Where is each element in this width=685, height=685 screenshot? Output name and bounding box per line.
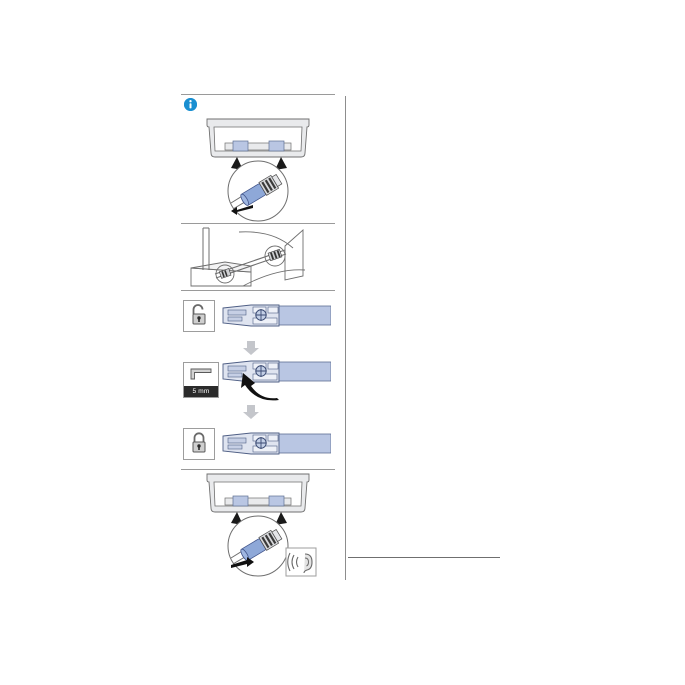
down-arrow-1-wrap bbox=[181, 341, 335, 355]
fitting-left bbox=[215, 264, 235, 284]
ear-listen-icon bbox=[287, 552, 313, 574]
metal-fitting bbox=[258, 173, 283, 196]
step-turn-tool: 5 mm bbox=[181, 355, 335, 405]
panel-reconnect-sleeve-overview bbox=[181, 470, 335, 585]
column-divider bbox=[345, 96, 346, 580]
appliance-body bbox=[206, 118, 310, 158]
appliance-bottom-view-with-detail bbox=[206, 118, 310, 222]
connector-block-left-2 bbox=[232, 495, 249, 507]
padlock-closed-badge bbox=[183, 428, 215, 460]
right-horizontal-rule bbox=[348, 557, 500, 558]
pull-sleeve-back-arrow bbox=[231, 205, 253, 215]
magnified-view-circle bbox=[227, 160, 289, 222]
connector-block-right bbox=[268, 140, 285, 152]
connector-block-left bbox=[232, 140, 249, 152]
rule-after-panel-2 bbox=[181, 290, 335, 291]
magnified-view-circle-2 bbox=[227, 515, 289, 577]
push-sleeve-forward-arrow bbox=[231, 557, 254, 568]
tool-size-label: 5 mm bbox=[184, 386, 218, 397]
instruction-column: 5 mm bbox=[181, 94, 335, 585]
down-arrow-2-wrap bbox=[181, 405, 335, 419]
padlock-closed-icon bbox=[192, 432, 206, 453]
padlock-open-icon bbox=[192, 304, 206, 325]
appliance-bottom-view-reconnect bbox=[206, 473, 317, 577]
rule-after-panel-1 bbox=[181, 223, 335, 224]
rear-connection-perspective bbox=[190, 227, 306, 287]
panel-appliance-rear-connection-view bbox=[181, 224, 335, 290]
metal-fitting-2 bbox=[258, 528, 283, 551]
padlock-open-badge bbox=[183, 300, 215, 332]
ear-listen-badge bbox=[285, 547, 317, 577]
connector-locked-art bbox=[222, 432, 331, 455]
step-unlocked bbox=[181, 291, 335, 341]
down-arrow-2 bbox=[243, 405, 259, 419]
top-rule bbox=[181, 94, 335, 95]
connector-unlocked-art bbox=[222, 304, 331, 327]
hex-key-badge: 5 mm bbox=[183, 362, 219, 398]
hex-key-icon bbox=[190, 368, 212, 380]
step-locked bbox=[181, 419, 335, 469]
info-icon bbox=[184, 98, 197, 111]
panel-disconnect-sleeve-overview bbox=[181, 95, 335, 223]
callout-pointer-right-2 bbox=[275, 512, 287, 525]
down-arrow-1 bbox=[243, 341, 259, 355]
connector-block-right-2 bbox=[268, 495, 285, 507]
rule-after-panel-3 bbox=[181, 469, 335, 470]
appliance-body-2 bbox=[206, 473, 310, 513]
fitting-right bbox=[264, 245, 286, 267]
callout-pointer-right bbox=[275, 157, 287, 170]
connector-rotate-art bbox=[222, 360, 331, 401]
panel-locking-sequence: 5 mm bbox=[181, 291, 335, 469]
notice-row bbox=[181, 95, 335, 113]
rotate-arrow bbox=[241, 373, 279, 401]
appliance-side-panel bbox=[284, 228, 304, 281]
